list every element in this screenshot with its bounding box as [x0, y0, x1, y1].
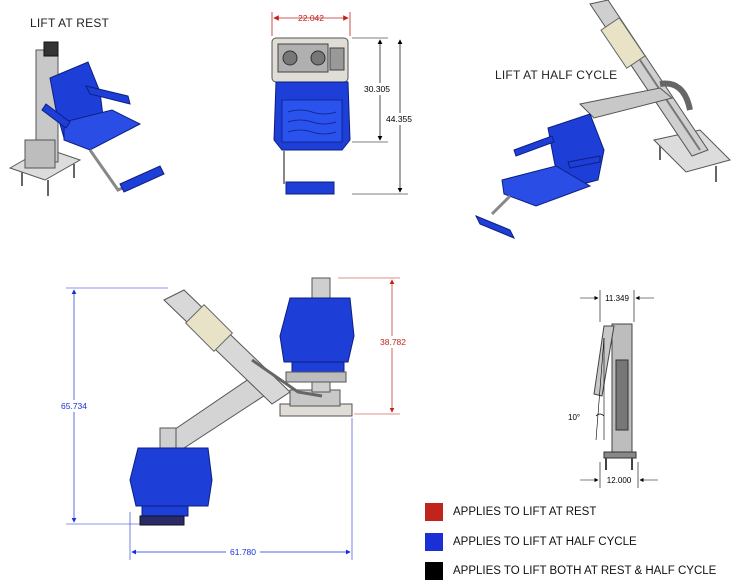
top-view: 22.042 30.305 44.355 — [271, 12, 414, 195]
legend-item-both: APPLIES TO LIFT BOTH AT REST & HALF CYCL… — [425, 561, 716, 581]
dim-width-half-cycle: 61.780 — [230, 547, 256, 557]
view-title-half-cycle: LIFT AT HALF CYCLE — [495, 68, 618, 82]
legend-label-rest: APPLIES TO LIFT AT REST — [453, 506, 597, 518]
legend-item-half-cycle: APPLIES TO LIFT AT HALF CYCLE — [425, 532, 637, 552]
dim-angle-side: 10° — [568, 413, 580, 422]
legend-swatch-rest — [425, 503, 443, 521]
dim-width-top: 22.042 — [298, 13, 324, 23]
dim-width-side-bottom: 12.000 — [607, 476, 632, 485]
dim-height-rest-side: 38.782 — [380, 337, 406, 347]
legend-item-rest: APPLIES TO LIFT AT REST — [425, 502, 596, 522]
iso-view-at-rest — [8, 41, 165, 196]
dim-height-seat: 30.305 — [364, 84, 390, 94]
dim-width-side-top: 11.349 — [605, 294, 629, 303]
dim-height-total-top: 44.355 — [386, 114, 412, 124]
narrow-side-view: 11.349 10° 12.000 — [568, 290, 658, 488]
side-view: 38.782 65.734 61.780 — [58, 277, 409, 560]
dim-height-half-cycle: 65.734 — [61, 401, 87, 411]
view-title-at-rest: LIFT AT REST — [30, 16, 110, 30]
legend-swatch-half-cycle — [425, 533, 443, 551]
legend-label-both: APPLIES TO LIFT BOTH AT REST & HALF CYCL… — [453, 565, 717, 577]
iso-view-half-cycle — [474, 0, 731, 239]
legend-swatch-both — [425, 562, 443, 580]
legend-label-half-cycle: APPLIES TO LIFT AT HALF CYCLE — [453, 536, 637, 548]
